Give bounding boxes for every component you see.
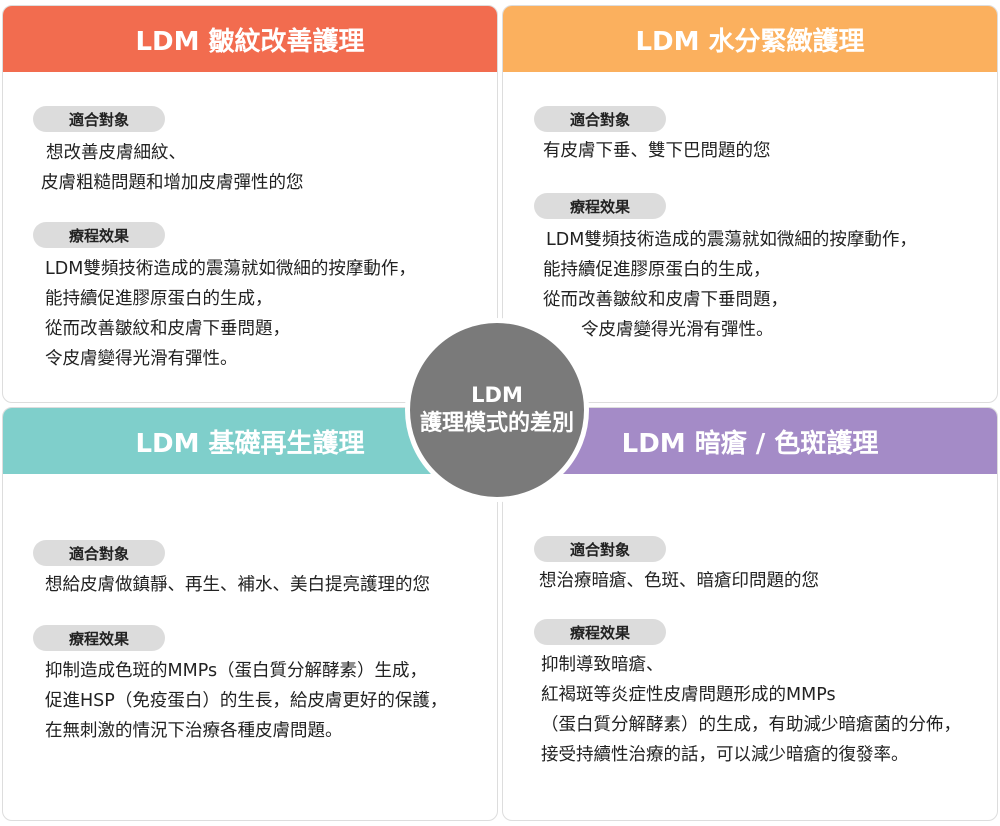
text-line: 皮膚粗糙問題和增加皮膚彈性的您 bbox=[41, 173, 304, 193]
card-wrinkle-care: LDM 皺紋改善護理 適合對象 想改善皮膚細紋、 皮膚粗糙問題和增加皮膚彈性的您… bbox=[2, 5, 498, 403]
effect-text: 抑制造成色斑的MMPs（蛋白質分解酵素）生成， 促進HSP（免疫蛋白）的生長，給… bbox=[45, 656, 447, 746]
effect-label: 療程效果 bbox=[534, 619, 666, 645]
effect-text: 抑制導致暗瘡、 紅褐斑等炎症性皮膚問題形成的MMPs （蛋白質分解酵素）的生成，… bbox=[541, 650, 961, 770]
text-line: 促進HSP（免疫蛋白）的生長，給皮膚更好的保護， bbox=[45, 691, 448, 711]
center-circle: LDM 護理模式的差別 bbox=[405, 318, 589, 502]
effect-text: LDM雙頻技術造成的震蕩就如微細的按摩動作， 能持續促進膠原蛋白的生成， 從而改… bbox=[45, 254, 416, 374]
text-line: LDM雙頻技術造成的震蕩就如微細的按摩動作， bbox=[45, 259, 416, 279]
text-line: LDM雙頻技術造成的震蕩就如微細的按摩動作， bbox=[546, 230, 917, 250]
text-line: 接受持續性治療的話，可以減少暗瘡的復發率。 bbox=[541, 745, 909, 765]
effect-label: 療程效果 bbox=[534, 193, 666, 219]
card-header: LDM 水分緊緻護理 bbox=[503, 6, 997, 72]
text-line: （蛋白質分解酵素）的生成，有助減少暗瘡菌的分佈， bbox=[541, 715, 961, 735]
text-line: 令皮膚變得光滑有彈性。 bbox=[45, 349, 238, 369]
card-header: LDM 皺紋改善護理 bbox=[3, 6, 497, 72]
card-title: LDM 暗瘡 / 色斑護理 bbox=[621, 428, 879, 459]
target-label: 適合對象 bbox=[534, 106, 666, 132]
effect-label: 療程效果 bbox=[33, 625, 165, 651]
center-title-line1: LDM bbox=[471, 383, 523, 407]
text-line: 抑制造成色斑的MMPs（蛋白質分解酵素）生成， bbox=[45, 661, 428, 681]
effect-label: 療程效果 bbox=[33, 222, 165, 248]
card-hydration-firming: LDM 水分緊緻護理 適合對象 有皮膚下垂、雙下巴問題的您 療程效果 LDM雙頻… bbox=[502, 5, 998, 403]
text-line: 想改善皮膚細紋、 bbox=[46, 143, 186, 163]
target-text: 想給皮膚做鎮靜、再生、補水、美白提亮護理的您 bbox=[45, 570, 430, 600]
text-line: 從而改善皺紋和皮膚下垂問題， bbox=[45, 319, 290, 339]
text-line: 在無刺激的情況下治療各種皮膚問題。 bbox=[45, 721, 343, 741]
card-acne-pigmentation: LDM 暗瘡 / 色斑護理 適合對象 想治療暗瘡、色斑、暗瘡印問題的您 療程效果… bbox=[502, 407, 998, 821]
text-line: 抑制導致暗瘡、 bbox=[541, 655, 664, 675]
text-line: 能持續促進膠原蛋白的生成， bbox=[45, 289, 273, 309]
text-line: 能持續促進膠原蛋白的生成， bbox=[543, 260, 771, 280]
target-label: 適合對象 bbox=[33, 540, 165, 566]
target-text: 有皮膚下垂、雙下巴問題的您 bbox=[543, 136, 771, 166]
target-label: 適合對象 bbox=[33, 106, 165, 132]
text-line: 從而改善皺紋和皮膚下垂問題， bbox=[543, 290, 788, 310]
target-text: 想改善皮膚細紋、 皮膚粗糙問題和增加皮膚彈性的您 bbox=[41, 138, 304, 198]
target-text: 想治療暗瘡、色斑、暗瘡印問題的您 bbox=[539, 566, 819, 596]
card-title: LDM 皺紋改善護理 bbox=[135, 26, 365, 57]
card-basic-regeneration: LDM 基礎再生護理 適合對象 想給皮膚做鎮靜、再生、補水、美白提亮護理的您 療… bbox=[2, 407, 498, 821]
target-label: 適合對象 bbox=[534, 536, 666, 562]
card-title: LDM 水分緊緻護理 bbox=[635, 26, 865, 57]
center-title-line2: 護理模式的差別 bbox=[419, 411, 574, 436]
text-line: 令皮膚變得光滑有彈性。 bbox=[581, 320, 774, 340]
text-line: 紅褐斑等炎症性皮膚問題形成的MMPs bbox=[541, 685, 836, 705]
card-title: LDM 基礎再生護理 bbox=[135, 428, 365, 459]
effect-text: LDM雙頻技術造成的震蕩就如微細的按摩動作， 能持續促進膠原蛋白的生成， 從而改… bbox=[543, 225, 917, 345]
text-line: 想治療暗瘡、色斑、暗瘡印問題的您 bbox=[539, 571, 819, 591]
text-line: 有皮膚下垂、雙下巴問題的您 bbox=[543, 141, 771, 161]
text-line: 想給皮膚做鎮靜、再生、補水、美白提亮護理的您 bbox=[45, 575, 430, 595]
